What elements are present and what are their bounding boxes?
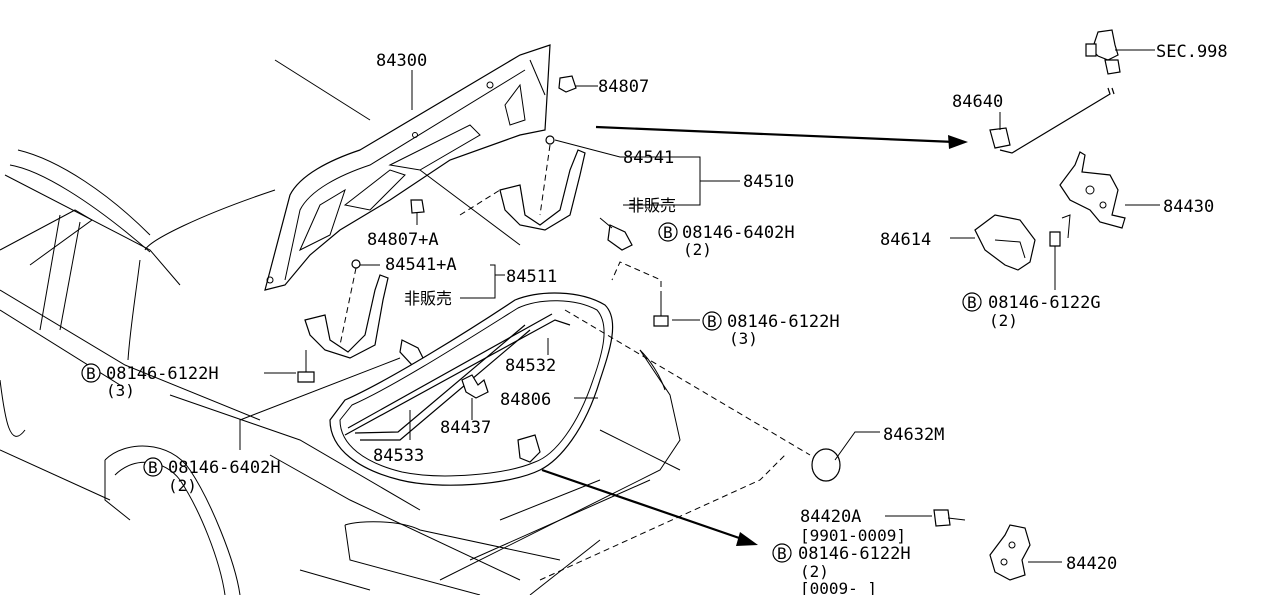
label-bolt-08146-6122h-latch: 08146-6122H [798,544,911,564]
label-84807a: 84807+A [367,230,439,250]
b-symbol-circle-1 [658,222,678,242]
label-qty-upper-bolt: (2) [683,240,712,259]
label-nosale-2: 非販売 [404,289,452,308]
label-84511: 84511 [506,267,557,287]
label-qty-right-bolt: (3) [729,329,758,348]
label-84614: 84614 [880,230,931,250]
hinge-right-84541 [499,135,586,231]
label-84510: 84510 [743,172,794,192]
bolt-08146-6402h-upper [599,217,633,251]
b-symbol-4: B [148,458,158,477]
label-bolt-08146-6402h-upper: 08146-6402H [682,223,795,243]
actuator-84614 [974,214,1036,271]
plug-84632m [811,448,841,482]
label-nosale-1: 非販売 [628,196,676,215]
label-84437: 84437 [440,418,491,438]
label-qty-left-bolt: (3) [106,381,135,400]
latch-84420 [989,524,1031,581]
bumper-84807a [410,199,425,225]
label-bolt-08146-6122h-left: 08146-6122H [106,364,219,384]
arrow-to-lock-group [595,125,968,149]
bolt-08146-6122h-left [297,350,315,383]
torsion-bar-84533 [354,324,531,441]
label-84632m: 84632M [883,425,944,445]
latch-84420-installed [517,434,541,463]
hinge-left-84541a [304,259,389,359]
clip-84437 [461,374,489,399]
label-date-range-1: [9901-0009] [800,526,906,545]
label-bolt-08146-6122g: 08146-6122G [988,293,1101,313]
car-body-outline [0,59,681,595]
cylinder-sec998 [1085,29,1121,75]
b-symbol-3: B [86,364,96,383]
label-84806: 84806 [500,390,551,410]
label-84420a: 84420A [800,507,861,527]
trunk-lid-84300 [264,44,551,291]
part-labels: 84300 84807 84541 84510 非販売 B 08146-6402… [81,42,1228,595]
label-bolt-08146-6122h-right: 08146-6122H [727,312,840,332]
label-qty-lock-bolt: (2) [989,311,1018,330]
label-84532: 84532 [505,356,556,376]
b-symbol-circle-3 [81,363,101,383]
b-symbol-circle-5 [962,292,982,312]
b-symbol-5: B [967,293,977,312]
label-84640: 84640 [952,92,1003,112]
reference-dashed-lines [459,189,811,581]
b-symbol-1: B [663,223,673,242]
lock-84430 [1049,151,1126,290]
label-84300: 84300 [376,51,427,71]
leader-lines [239,49,1160,563]
label-qty-latch-bolt: (2) [800,562,829,581]
arrow-to-latch-group [541,468,758,546]
label-84807: 84807 [598,77,649,97]
b-symbol-circle-2 [702,311,722,331]
label-84541: 84541 [623,148,674,168]
b-symbol-circle-4 [143,457,163,477]
label-sec998: SEC.998 [1156,42,1228,62]
bumper-84807 [558,75,577,93]
label-84430: 84430 [1163,197,1214,217]
b-symbol-circle-6 [772,543,792,563]
bolt-84420a [933,509,966,527]
torsion-bar-84532 [344,313,571,436]
label-bolt-08146-6402h-lower: 08146-6402H [168,458,281,478]
label-84420: 84420 [1066,554,1117,574]
bolt-08146-6122h-right [611,261,669,327]
b-symbol-2: B [707,312,717,331]
label-date-range-2: [0009- ] [800,579,877,595]
label-qty-lower-bolt: (2) [168,476,197,495]
label-84533: 84533 [373,446,424,466]
rod-84640 [989,87,1115,154]
label-84541a: 84541+A [385,255,457,275]
b-symbol-6: B [777,544,787,563]
